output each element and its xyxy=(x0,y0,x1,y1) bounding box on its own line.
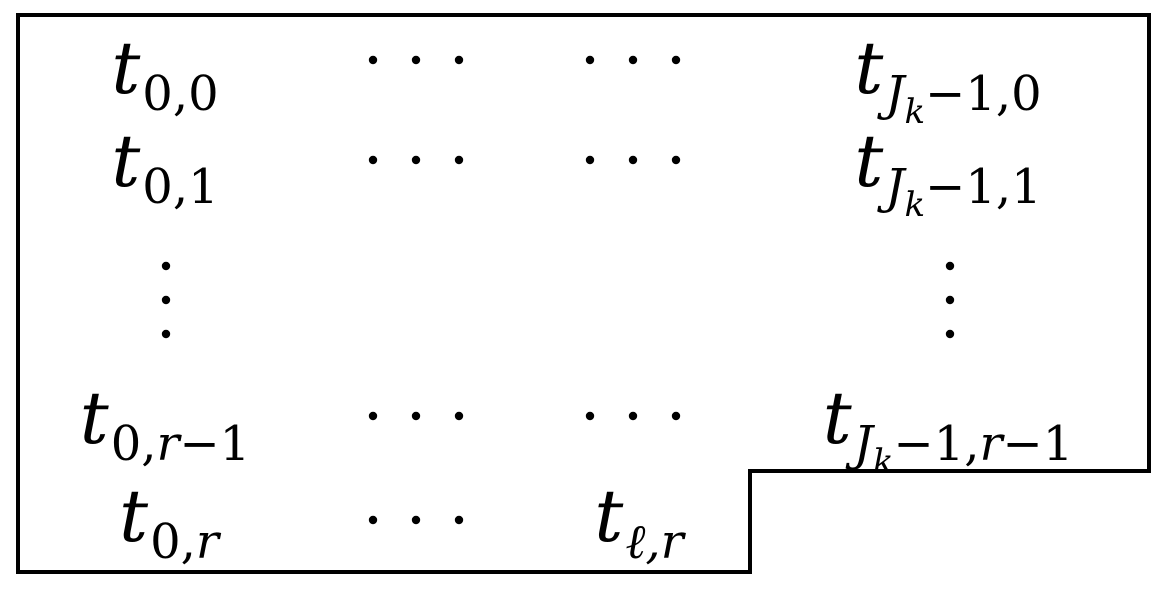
cell-t-l-r: tℓ,r xyxy=(594,474,686,570)
subscript-part: k xyxy=(905,185,926,225)
hdot xyxy=(368,411,378,421)
subscript-part: r xyxy=(157,416,183,472)
base-letter: t xyxy=(111,26,141,110)
hdot xyxy=(628,411,638,421)
subscript-part: 0,0 xyxy=(142,66,218,122)
cell-vdots-right xyxy=(945,261,955,339)
hdot xyxy=(454,155,464,165)
subscript-part: r xyxy=(661,514,687,570)
cell-t-jk-1-0: tJk−1,0 xyxy=(854,26,1041,132)
hdot xyxy=(585,55,595,65)
hdot xyxy=(628,55,638,65)
staircase-outline xyxy=(16,13,1151,574)
base-letter: t xyxy=(119,474,149,558)
base-letter: t xyxy=(854,26,884,110)
hdot xyxy=(585,411,595,421)
subscript-part: ℓ, xyxy=(625,514,660,570)
cell-dots-r3-c1 xyxy=(368,411,464,421)
cell-t-0-r-1: t0,r−1 xyxy=(80,376,250,472)
hdot xyxy=(411,411,421,421)
subscript-part: 0,1 xyxy=(142,159,218,215)
cell-dots-r4-c1 xyxy=(368,515,464,525)
math-t-0-r: t0,r xyxy=(119,474,222,570)
subscript-part: k xyxy=(905,92,926,132)
cell-t-0-1: t0,1 xyxy=(111,119,218,215)
vdot xyxy=(945,261,955,271)
hdot xyxy=(368,55,378,65)
hdot xyxy=(411,155,421,165)
vdot xyxy=(945,329,955,339)
subscript-part: r xyxy=(980,416,1006,472)
subscript-part: 0, xyxy=(111,416,157,472)
base-letter: t xyxy=(854,119,884,203)
math-t-0-0: t0,0 xyxy=(111,26,218,122)
math-t-l-r: tℓ,r xyxy=(594,474,686,570)
base-letter: t xyxy=(594,474,624,558)
cell-dots-r1-c1 xyxy=(368,155,464,165)
hdot xyxy=(411,55,421,65)
hdot xyxy=(454,515,464,525)
cell-t-jk-1-1: tJk−1,1 xyxy=(854,119,1041,225)
cell-vdots-left xyxy=(161,261,171,339)
subscript-part: −1,0 xyxy=(925,66,1042,122)
hdot xyxy=(368,515,378,525)
subscript-part: −1 xyxy=(1003,416,1074,472)
base-letter: t xyxy=(823,376,853,460)
subscript-part: r xyxy=(196,514,222,570)
hdot xyxy=(671,55,681,65)
subscript-part: −1 xyxy=(179,416,250,472)
math-t-jk-1-1: tJk−1,1 xyxy=(854,119,1041,225)
math-t-0-1: t0,1 xyxy=(111,119,218,215)
math-t-0-r-1: t0,r−1 xyxy=(80,376,250,472)
cell-t-0-r: t0,r xyxy=(119,474,222,570)
hdot xyxy=(454,55,464,65)
cell-dots-r1-c2 xyxy=(585,155,681,165)
hdot xyxy=(454,411,464,421)
hdot xyxy=(671,411,681,421)
cell-t-jk-1-r-1: tJk−1,r−1 xyxy=(823,376,1074,482)
subscript-part: 0, xyxy=(150,514,196,570)
base-letter: t xyxy=(111,119,141,203)
cell-dots-r3-c2 xyxy=(585,411,681,421)
vdot xyxy=(161,329,171,339)
subscript-part: −1,1 xyxy=(925,159,1042,215)
cell-t-0-0: t0,0 xyxy=(111,26,218,122)
math-t-jk-1-r-1: tJk−1,r−1 xyxy=(823,376,1074,482)
hdot xyxy=(585,155,595,165)
subscript-part: −1, xyxy=(894,416,980,472)
vdot xyxy=(161,295,171,305)
hdot xyxy=(628,155,638,165)
cell-dots-r0-c2 xyxy=(585,55,681,65)
math-t-jk-1-0: tJk−1,0 xyxy=(854,26,1041,132)
base-letter: t xyxy=(80,376,110,460)
cell-dots-r0-c1 xyxy=(368,55,464,65)
vdot xyxy=(161,261,171,271)
hdot xyxy=(671,155,681,165)
hdot xyxy=(368,155,378,165)
vdot xyxy=(945,295,955,305)
hdot xyxy=(411,515,421,525)
subscript-part: k xyxy=(873,442,894,482)
